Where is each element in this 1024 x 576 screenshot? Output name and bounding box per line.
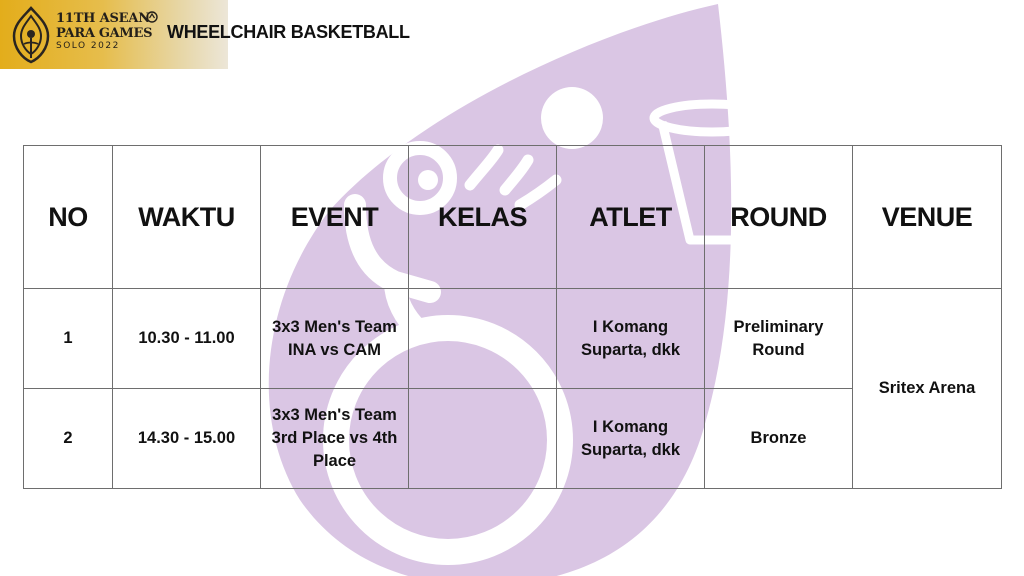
table-row: 1 10.30 - 11.00 3x3 Men's Team INA vs CA… bbox=[23, 288, 1002, 489]
cell-kelas bbox=[408, 388, 557, 489]
cell-kelas bbox=[408, 288, 557, 389]
table-row: 2 14.30 - 15.00 3x3 Men's Team 3rd Place… bbox=[23, 388, 1002, 489]
schedule-table: NO WAKTU EVENT KELAS ATLET ROUND VENUE 1… bbox=[23, 145, 1002, 489]
column-header-atlet: ATLET bbox=[556, 145, 705, 289]
wayang-emblem-icon bbox=[12, 6, 50, 64]
cell-atlet: I Komang Suparta, dkk bbox=[556, 388, 705, 489]
cell-venue: Sritex Arena bbox=[852, 288, 1002, 489]
header-logo-band: 11TH ASEAN PARA GAMES SOLO 2022 bbox=[0, 0, 228, 69]
page-title: WHEELCHAIR BASKETBALL bbox=[167, 22, 410, 42]
logo-line-edition: 11TH ASEAN bbox=[56, 11, 150, 26]
column-header-venue: VENUE bbox=[852, 145, 1002, 289]
column-header-kelas: KELAS bbox=[408, 145, 557, 289]
cell-atlet: I Komang Suparta, dkk bbox=[556, 288, 705, 389]
cell-round: Preliminary Round bbox=[704, 288, 853, 389]
column-header-round: ROUND bbox=[704, 145, 853, 289]
logo-line-name: PARA GAMES bbox=[56, 26, 153, 41]
logo-line-city: SOLO 2022 bbox=[56, 41, 120, 51]
cell-no: 2 bbox=[23, 388, 113, 489]
cell-waktu: 10.30 - 11.00 bbox=[112, 288, 261, 389]
event-logo-text: 11TH ASEAN PARA GAMES SOLO 2022 bbox=[56, 12, 160, 51]
table-header-row: NO WAKTU EVENT KELAS ATLET ROUND VENUE bbox=[23, 145, 1002, 289]
column-header-no: NO bbox=[23, 145, 113, 289]
asean-badge-icon bbox=[146, 11, 158, 23]
cell-event: 3x3 Men's Team INA vs CAM bbox=[260, 288, 409, 389]
cell-event: 3x3 Men's Team 3rd Place vs 4th Place bbox=[260, 388, 409, 489]
cell-waktu: 14.30 - 15.00 bbox=[112, 388, 261, 489]
column-header-event: EVENT bbox=[260, 145, 409, 289]
cell-no: 1 bbox=[23, 288, 113, 389]
cell-round: Bronze bbox=[704, 388, 853, 489]
column-header-waktu: WAKTU bbox=[112, 145, 261, 289]
